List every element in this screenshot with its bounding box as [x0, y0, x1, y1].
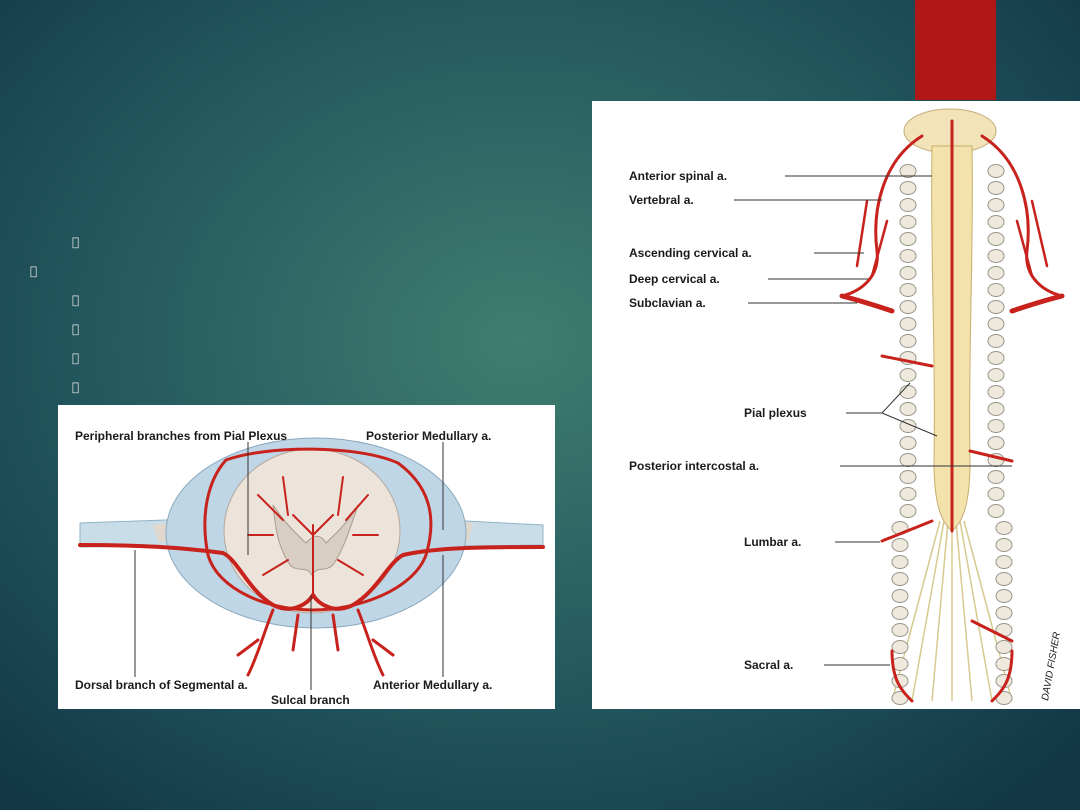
- vertebra: [987, 419, 1005, 433]
- vertebra: [987, 249, 1005, 263]
- vertebra: [987, 181, 1005, 195]
- vertebra: [899, 334, 917, 348]
- sulcal-and-peripheral-branches: [247, 476, 379, 596]
- label-anterior-medullary: Anterior Medullary a.: [373, 678, 492, 692]
- vertebra: [987, 317, 1005, 331]
- vertebra: [995, 572, 1013, 586]
- cauda-equina: [891, 520, 1013, 702]
- vertebra: [987, 232, 1005, 246]
- vertebra: [899, 198, 917, 212]
- vertebra: [899, 300, 917, 314]
- label-dorsal-branch: Dorsal branch of Segmental a.: [75, 678, 248, 692]
- vertebra: [995, 521, 1013, 535]
- vertebra: [891, 555, 909, 569]
- vertebra: [987, 385, 1005, 399]
- spinal-cord-illustration: Anterior spinal a. Vertebral a. Ascendin…: [629, 108, 1065, 705]
- gray-matter: [272, 504, 359, 576]
- label-posterior-medullary: Posterior Medullary a.: [366, 429, 491, 443]
- vertebra: [995, 606, 1013, 620]
- vertebra: [987, 487, 1005, 501]
- segmental-branches: [880, 354, 1014, 703]
- vertebra: [899, 215, 917, 229]
- vertebra: [987, 283, 1005, 297]
- bullet-list:      : [0, 0, 560, 400]
- vertebra: [995, 555, 1013, 569]
- vertebra: [987, 164, 1005, 178]
- pial-arterial-ring: [203, 447, 433, 612]
- vertebra: [995, 640, 1013, 654]
- vertebra: [987, 266, 1005, 280]
- vertebra: [899, 504, 917, 518]
- vertebra: [899, 368, 917, 382]
- vertebra: [899, 453, 917, 467]
- bullet-item: : [72, 351, 79, 365]
- bullet-item: : [72, 380, 79, 394]
- vertebra: [899, 164, 917, 178]
- label-deep-cervical: Deep cervical a.: [629, 272, 720, 286]
- bullet-item: : [72, 235, 79, 249]
- label-pial-plexus: Pial plexus: [744, 406, 807, 420]
- vertebra: [987, 300, 1005, 314]
- vertebra: [891, 640, 909, 654]
- label-sacral: Sacral a.: [744, 658, 793, 672]
- label-lumbar: Lumbar a.: [744, 535, 801, 549]
- label-vertebral: Vertebral a.: [629, 193, 694, 207]
- vertebra: [995, 538, 1013, 552]
- vertebra: [899, 283, 917, 297]
- vertebra: [891, 606, 909, 620]
- vertebra: [987, 198, 1005, 212]
- right-vertebral-column: [987, 164, 1013, 705]
- vertebra: [987, 436, 1005, 450]
- vertebra: [899, 436, 917, 450]
- leader-line: [881, 382, 911, 414]
- vertebra: [891, 623, 909, 637]
- leader-line: [881, 412, 938, 437]
- vertebra: [899, 487, 917, 501]
- label-subclavian: Subclavian a.: [629, 296, 706, 310]
- vertebra: [899, 232, 917, 246]
- vertebra: [987, 351, 1005, 365]
- vertebra: [891, 589, 909, 603]
- vertebra: [891, 572, 909, 586]
- vertebra: [987, 368, 1005, 382]
- label-ascending-cervical: Ascending cervical a.: [629, 246, 752, 260]
- anterior-medullary-branches: [236, 608, 395, 677]
- vertebra: [899, 266, 917, 280]
- vertebral-arteries: [840, 134, 1064, 298]
- bullet-item: : [72, 322, 79, 336]
- spinal-cord-cross-section-figure: Peripheral branches from Pial Plexus Pos…: [58, 405, 555, 709]
- vertebra: [899, 402, 917, 416]
- vertebra: [987, 504, 1005, 518]
- vertebra: [995, 589, 1013, 603]
- vertebra: [891, 538, 909, 552]
- cervical-arteries: [855, 199, 1049, 278]
- spinal-cord-arterial-supply-figure: Anterior spinal a. Vertebral a. Ascendin…: [592, 101, 1080, 709]
- label-peripheral-branches: Peripheral branches from Pial Plexus: [75, 429, 287, 443]
- red-accent-block: [915, 0, 996, 100]
- label-anterior-spinal: Anterior spinal a.: [629, 169, 727, 183]
- vertebra: [899, 385, 917, 399]
- vertebra: [899, 419, 917, 433]
- vertebra: [987, 215, 1005, 229]
- left-vertebral-column: [891, 164, 917, 705]
- illustrator-signature: DAVID FISHER: [1040, 631, 1063, 701]
- vertebra: [899, 317, 917, 331]
- bullet-item: : [30, 264, 37, 278]
- bullet-item: : [72, 293, 79, 307]
- vertebra: [899, 470, 917, 484]
- vertebra: [899, 249, 917, 263]
- label-posterior-intercostal: Posterior intercostal a.: [629, 459, 759, 473]
- vertebra: [987, 334, 1005, 348]
- label-sulcal-branch: Sulcal branch: [271, 693, 350, 707]
- subclavian-arteries: [839, 293, 1065, 314]
- vertebra: [899, 181, 917, 195]
- cross-section-illustration: Peripheral branches from Pial Plexus Pos…: [75, 429, 545, 707]
- vertebra: [987, 402, 1005, 416]
- vertebra: [987, 470, 1005, 484]
